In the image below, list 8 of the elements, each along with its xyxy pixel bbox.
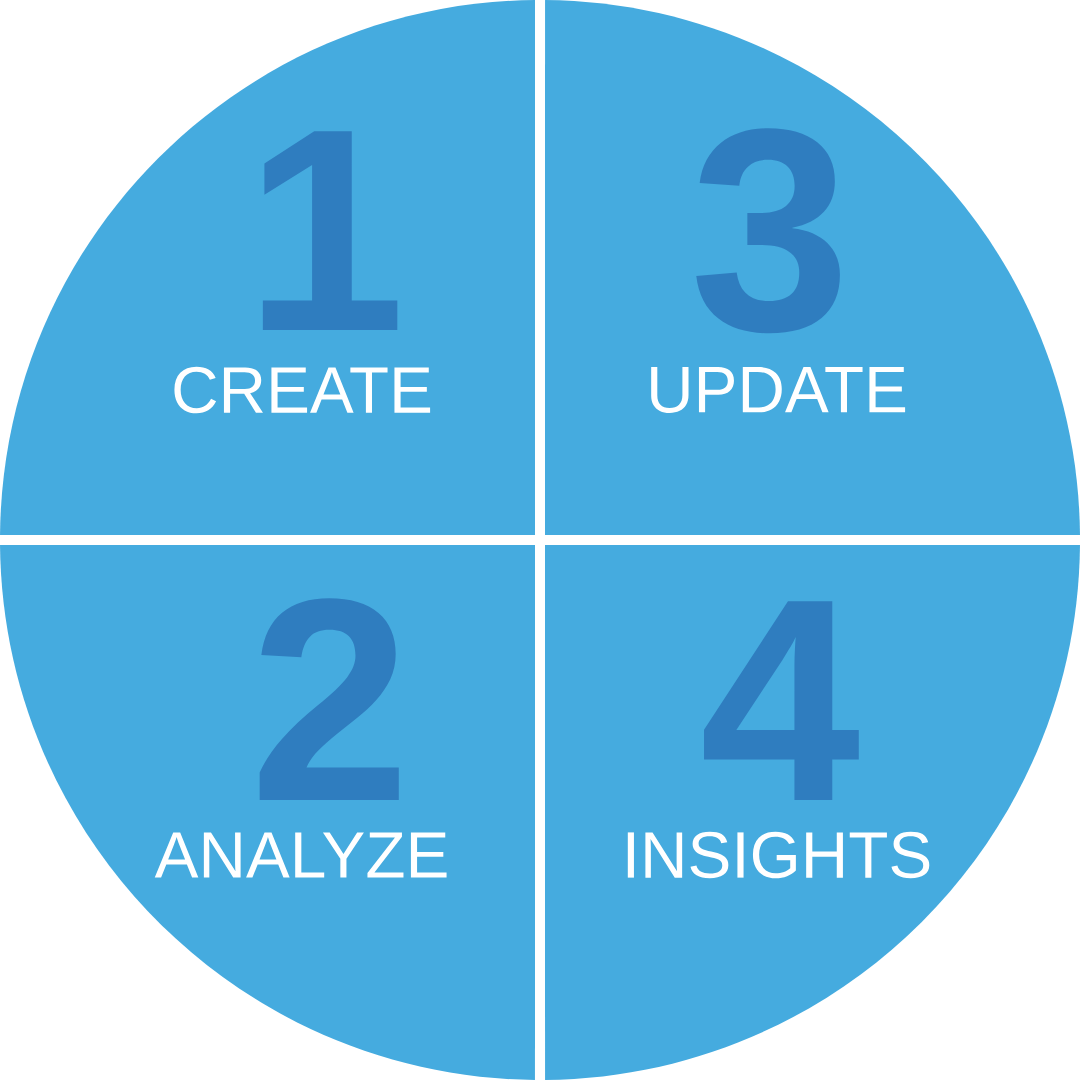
quadrant (545, 0, 1080, 535)
step-label: CREATE (174, 366, 431, 414)
quadrant (0, 0, 535, 535)
step-label: ANALYZE (154, 832, 447, 878)
quadrant (0, 545, 535, 1080)
quadrant (545, 545, 1080, 1080)
step-label: UPDATE (651, 367, 906, 413)
step-label: INSIGHTS (627, 831, 930, 879)
